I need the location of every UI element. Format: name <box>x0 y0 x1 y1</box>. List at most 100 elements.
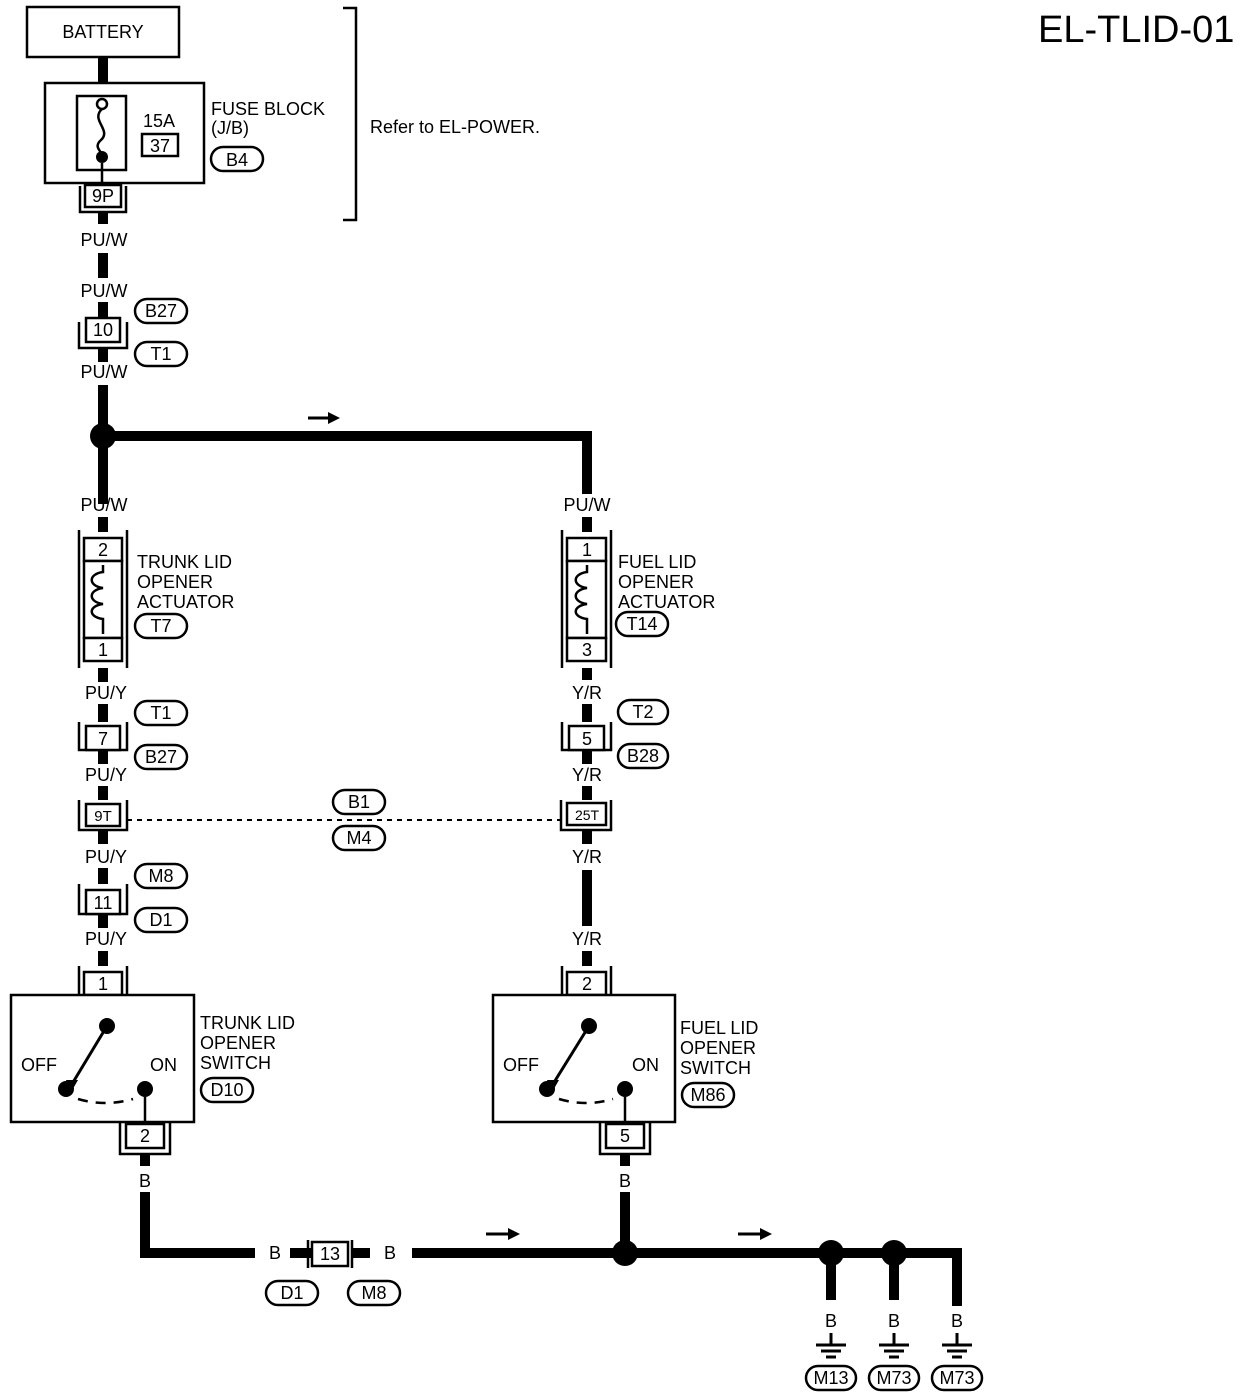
fuel-switch-travel <box>558 1097 614 1105</box>
t1-label-mid: T1 <box>150 703 171 723</box>
m73-label-a: M73 <box>876 1368 911 1388</box>
fuel-act-pin-top: 1 <box>582 540 592 560</box>
battery-box <box>25 5 181 59</box>
c25t-label: 25T <box>575 807 600 823</box>
b1-pill <box>331 788 387 816</box>
c9t-box <box>84 802 122 828</box>
trunk-switch-lever <box>70 1025 109 1085</box>
fuse-number: 37 <box>150 136 170 156</box>
fuse-amp: 15A <box>143 111 175 131</box>
fuel-act-line2: OPENER <box>618 572 694 592</box>
t1-pill-top <box>133 340 189 368</box>
t7-pill <box>133 612 189 640</box>
wire-label-yr-1: Y/R <box>572 683 602 703</box>
fuel-switch-pin-bot-box <box>604 1122 646 1150</box>
9p-label: 9P <box>92 186 114 206</box>
fuel-act-line1: FUEL LID <box>618 552 696 572</box>
9p-box <box>83 183 123 209</box>
fuse-jb-label: (J/B) <box>211 118 249 138</box>
refer-text: Refer to EL-POWER. <box>370 117 540 137</box>
d1-label-bot: D1 <box>280 1283 303 1303</box>
wire-label-puw-3: PU/W <box>81 362 128 382</box>
m86-label: M86 <box>690 1085 725 1105</box>
trunk-switch-off-terminal <box>58 1081 74 1097</box>
wire-label-puw-4: PU/W <box>81 495 128 515</box>
wire-label-b-4: B <box>619 1171 631 1191</box>
fuel-act-pin-bot-box <box>565 636 608 663</box>
trunk-switch-off: OFF <box>21 1055 57 1075</box>
m8-label-mid: M8 <box>148 866 173 886</box>
wire-label-b-g1: B <box>825 1311 837 1331</box>
fuse-block-label: FUSE BLOCK <box>211 99 325 119</box>
fuel-switch-pin-top: 2 <box>582 974 592 994</box>
d10-pill <box>199 1076 255 1104</box>
fuel-switch-pin-bot: 5 <box>620 1126 630 1146</box>
fuel-switch-body <box>491 993 677 1124</box>
trunk-act-pin-bot: 1 <box>98 640 108 660</box>
flow-arrow-bot2-icon <box>760 1228 772 1240</box>
t2-pill <box>616 698 670 726</box>
wire-label-puy-1: PU/Y <box>85 683 127 703</box>
wire-label-puy-2: PU/Y <box>85 765 127 785</box>
wire-label-b-2: B <box>269 1243 281 1263</box>
trunk-act-line3: ACTUATOR <box>137 592 234 612</box>
ground-icon-1 <box>816 1333 846 1359</box>
fuel-switch-off: OFF <box>503 1055 539 1075</box>
wire-label-b-g2: B <box>888 1311 900 1331</box>
fuse-number-box <box>140 132 180 158</box>
m73-pill-b <box>930 1364 984 1392</box>
b1-label: B1 <box>348 792 370 812</box>
fuel-switch-lever <box>551 1025 591 1085</box>
flow-arrow-top-icon <box>328 412 340 424</box>
trunk-act-pin-bot-box <box>82 636 124 663</box>
m8-label-bot: M8 <box>361 1283 386 1303</box>
c11-label: 11 <box>94 893 113 913</box>
d1-pill-bot <box>264 1279 320 1307</box>
fuel-switch-connector-bracket <box>560 966 613 995</box>
c7-box <box>84 724 122 752</box>
d1-pill-mid <box>133 906 189 934</box>
battery-label: BATTERY <box>62 22 143 42</box>
trunk-act-pin-top: 2 <box>98 540 108 560</box>
c13-label: 13 <box>320 1244 340 1264</box>
t14-pill <box>614 610 670 638</box>
c10-label: 10 <box>93 320 113 340</box>
m4-label: M4 <box>346 828 371 848</box>
fuel-switch-line3: SWITCH <box>680 1058 751 1078</box>
b4-label: B4 <box>226 150 248 170</box>
fuel-switch-line1: FUEL LID <box>680 1018 758 1038</box>
fuel-actuator-frame <box>560 530 613 668</box>
c13-box <box>310 1240 350 1268</box>
fuel-act-pin-bot: 3 <box>582 640 592 660</box>
b27-pill-mid <box>133 743 189 771</box>
m13-pill <box>804 1364 858 1392</box>
t7-label: T7 <box>150 616 171 636</box>
wire-label-puw-1: PU/W <box>81 230 128 250</box>
b27-pill-top <box>133 297 189 325</box>
trunk-switch-connector-bracket <box>77 966 129 995</box>
trunk-switch-body <box>9 993 196 1124</box>
m8-pill-bot <box>346 1279 402 1307</box>
m4-pill <box>331 824 387 852</box>
trunk-act-line1: TRUNK LID <box>137 552 232 572</box>
diagram-title: EL-TLID-01 <box>1038 9 1234 51</box>
wire-trunk-ground-path <box>140 1192 255 1258</box>
t1-pill-mid <box>133 699 189 727</box>
trunk-switch-line3: SWITCH <box>200 1053 271 1073</box>
wire-label-b-1: B <box>139 1171 151 1191</box>
trunk-switch-pin-bot-box <box>124 1122 166 1150</box>
t1-label-top: T1 <box>150 344 171 364</box>
b28-label: B28 <box>627 746 659 766</box>
trunk-switch-on-terminal <box>137 1081 153 1097</box>
wire-label-puw-5: PU/W <box>564 495 611 515</box>
wire-to-fuel-actuator <box>103 431 592 494</box>
c9t-label: 9T <box>94 808 112 825</box>
fuel-switch-on: ON <box>632 1055 659 1075</box>
c25t-box <box>565 801 608 827</box>
trunk-coil-icon <box>90 565 105 634</box>
c5-label: 5 <box>582 729 592 749</box>
b27-label-top: B27 <box>145 301 177 321</box>
d10-label: D10 <box>210 1080 243 1100</box>
wire-label-puw-2: PU/W <box>81 281 128 301</box>
